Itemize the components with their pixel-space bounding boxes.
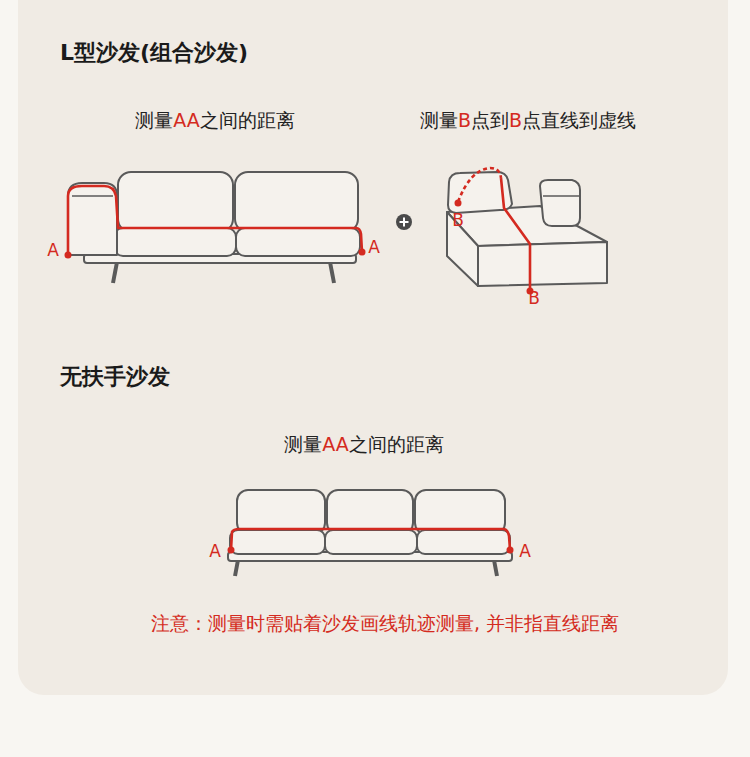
caption: 测量B点到B点直线到虚线	[420, 108, 636, 134]
point-label: B	[452, 210, 464, 230]
point-label: A	[47, 240, 59, 260]
caption: 测量AA之间的距离	[135, 108, 295, 134]
point-label: B	[528, 288, 540, 308]
card-panel	[18, 0, 728, 695]
section-heading: 无扶手沙发	[60, 362, 170, 392]
caption: 测量AA之间的距离	[284, 432, 444, 458]
point-label: A	[368, 237, 380, 257]
point-label: A	[209, 541, 221, 561]
note-text: 注意：测量时需贴着沙发画线轨迹测量, 并非指直线距离	[151, 611, 619, 637]
point-label: A	[519, 541, 531, 561]
section-heading: L型沙发(组合沙发)	[60, 38, 248, 68]
